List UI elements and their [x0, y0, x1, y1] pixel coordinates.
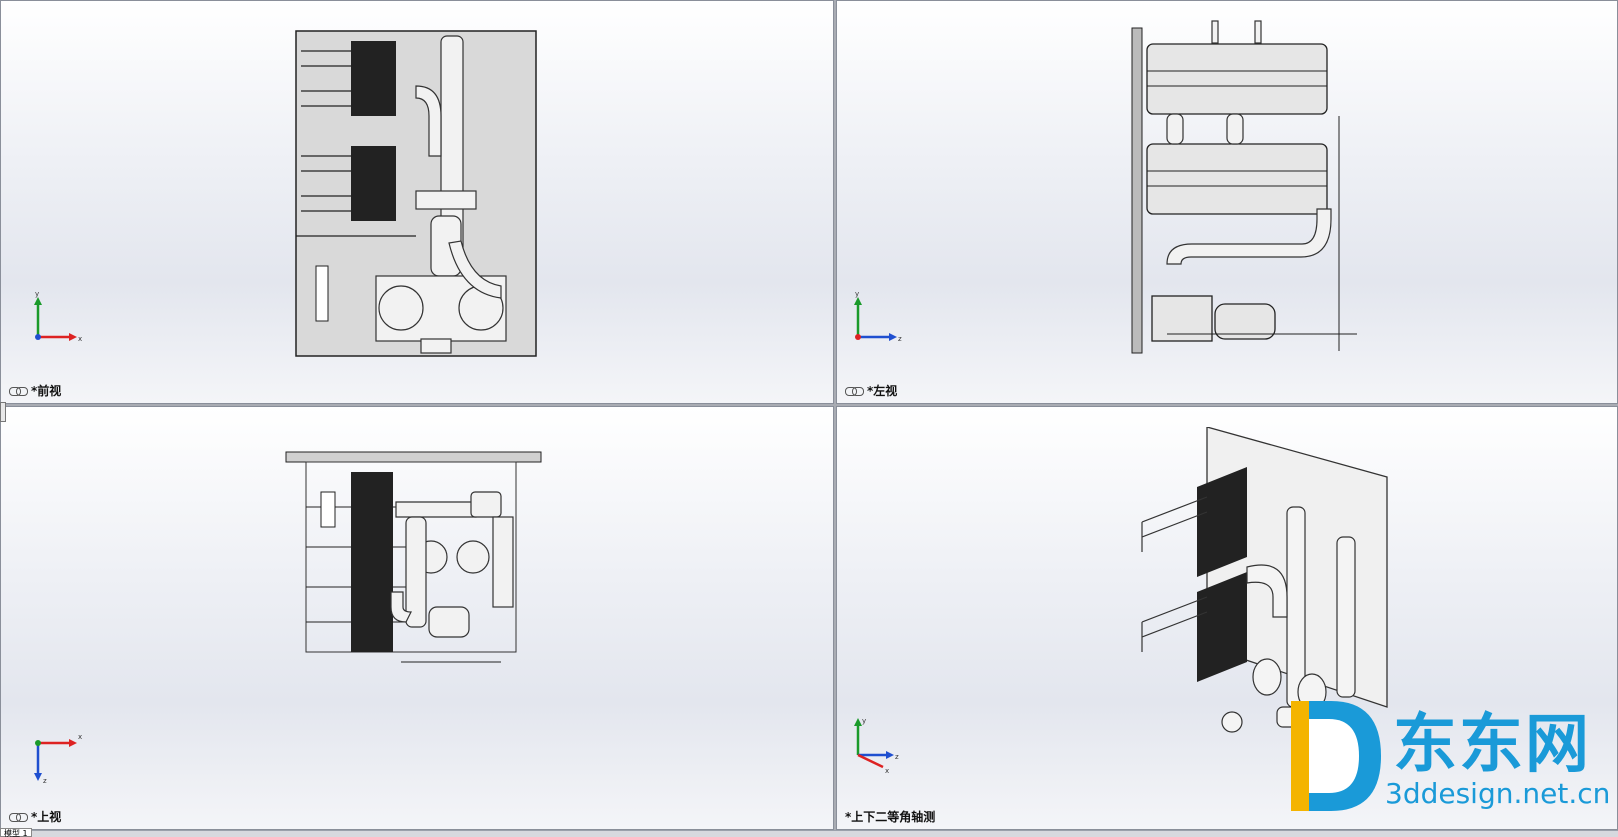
- status-bar: [0, 830, 1618, 837]
- axis-label-y: y: [862, 717, 866, 725]
- model-tab[interactable]: 模型 1: [0, 828, 32, 837]
- watermark-brand: 东东网: [1393, 708, 1591, 782]
- watermark-logo: 东东网 3ddesign.net.cn: [1281, 691, 1611, 821]
- axis-label-x: x: [78, 733, 82, 741]
- model-top-view[interactable]: [281, 447, 551, 677]
- viewport-isometric[interactable]: y z x *上下二等角轴测 东东网 3ddesign.net.cn: [836, 406, 1618, 830]
- model-front-view[interactable]: [281, 21, 551, 361]
- link-view-icon[interactable]: [9, 386, 28, 396]
- viewport-left[interactable]: y z *左视: [836, 0, 1618, 404]
- axis-label-y: y: [855, 290, 859, 298]
- view-name: *左视: [867, 384, 898, 398]
- axis-triad-front: y x: [23, 289, 83, 349]
- axis-label-z: z: [43, 777, 47, 785]
- viewport-top[interactable]: x z *上视: [0, 406, 834, 830]
- axis-triad-top: x z: [23, 725, 83, 785]
- viewport-split-handle[interactable]: [0, 402, 6, 422]
- model-isometric-view[interactable]: [1137, 426, 1397, 787]
- link-view-icon[interactable]: [9, 812, 28, 822]
- axis-label-z: z: [895, 753, 899, 761]
- model-left-view[interactable]: [1127, 16, 1387, 361]
- axis-triad-left: y z: [843, 289, 903, 349]
- watermark-d-logo-icon: [1291, 701, 1381, 811]
- view-name: *上视: [31, 810, 62, 824]
- axis-label-y: y: [35, 290, 39, 298]
- view-name: *上下二等角轴测: [845, 810, 936, 824]
- link-view-icon[interactable]: [845, 386, 864, 396]
- viewport-label-front[interactable]: *前视: [9, 382, 61, 399]
- axis-label-x: x: [78, 335, 82, 343]
- axis-label-x: x: [885, 767, 889, 775]
- viewport-front[interactable]: y x *前视: [0, 0, 834, 404]
- viewport-label-isometric[interactable]: *上下二等角轴测: [845, 808, 935, 825]
- viewport-label-top[interactable]: *上视: [9, 808, 61, 825]
- view-name: *前视: [31, 384, 62, 398]
- axis-triad-isometric: y z x: [843, 715, 903, 775]
- axis-label-z: z: [898, 335, 902, 343]
- viewport-label-left[interactable]: *左视: [845, 382, 897, 399]
- watermark-url: 3ddesign.net.cn: [1385, 777, 1611, 810]
